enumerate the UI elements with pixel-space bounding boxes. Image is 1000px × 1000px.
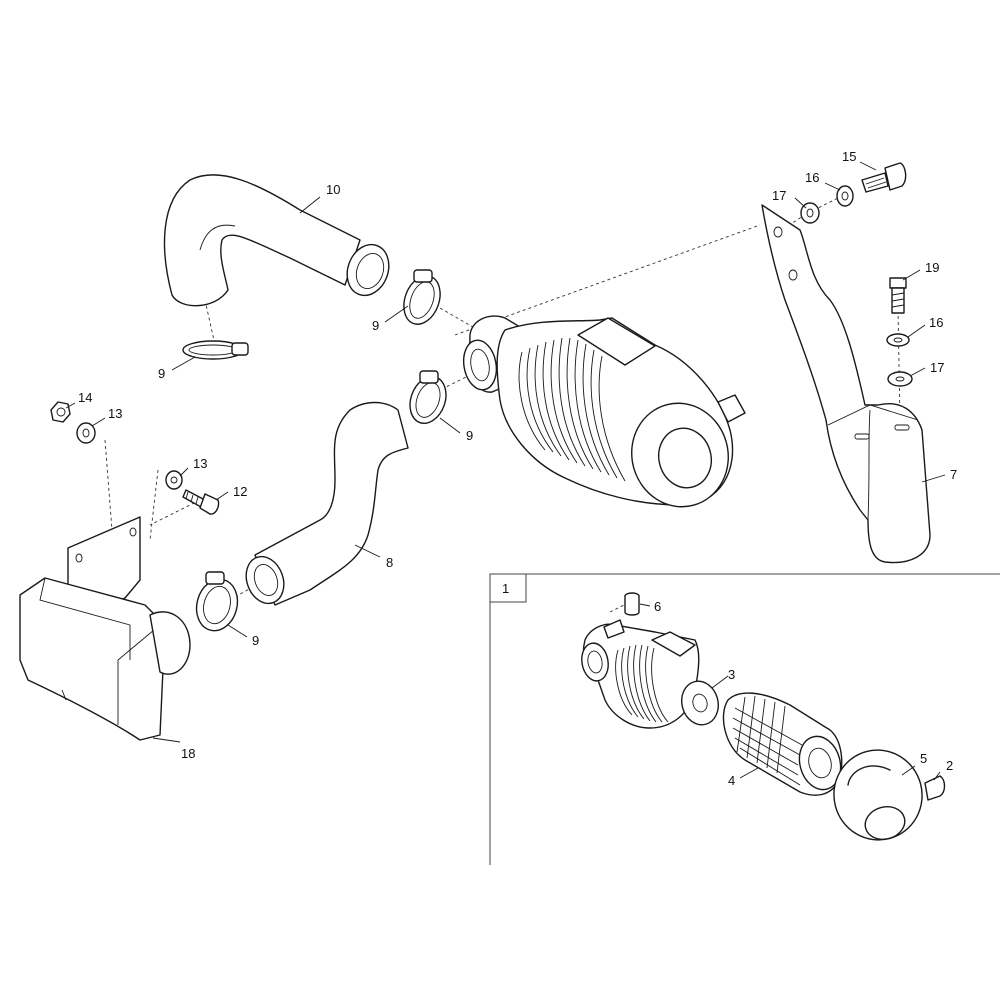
upper-hose [163, 174, 390, 307]
callout-13-mid: 13 [193, 456, 207, 471]
nut-left [50, 401, 71, 423]
seal-ring [681, 680, 719, 726]
callout-19: 19 [925, 260, 939, 275]
hose-clamp-bottom [195, 571, 239, 632]
callout-9-upper-right: 9 [372, 318, 379, 333]
hose-clamp-top-left [182, 340, 249, 360]
callout-17-right: 17 [930, 360, 944, 375]
lock-washer-right [886, 333, 910, 347]
leader-lines [65, 161, 946, 781]
callout-9-lower: 9 [252, 633, 259, 648]
callout-7: 7 [950, 467, 957, 482]
hose-clamp-middle [409, 370, 447, 424]
lock-washer-upper [836, 185, 854, 207]
washer-left-mid [165, 470, 183, 490]
callout-9-upper-left: 9 [158, 366, 165, 381]
air-filter-assembly [462, 315, 746, 508]
callout-18: 18 [181, 746, 195, 761]
end-cover [833, 749, 923, 841]
detail-inset [489, 573, 1000, 865]
vacuator-valve [924, 775, 946, 801]
callout-10: 10 [326, 182, 340, 197]
filter-element [722, 692, 843, 796]
hose-clamp-top-right [403, 269, 441, 325]
callout-8: 8 [386, 555, 393, 570]
lower-hose [245, 401, 409, 606]
callout-12: 12 [233, 484, 247, 499]
callout-14: 14 [78, 390, 92, 405]
callout-3: 3 [728, 667, 735, 682]
callout-1: 1 [502, 581, 509, 596]
callout-16-upper: 16 [805, 170, 819, 185]
callout-5: 5 [920, 751, 927, 766]
bolt-vertical-right [889, 277, 907, 314]
bolt-left [182, 489, 220, 515]
inset-housing [581, 619, 700, 729]
mounting-bracket [761, 204, 931, 564]
bolt-upper-right [861, 162, 907, 193]
drain-cap [624, 592, 640, 616]
callout-17-upper: 17 [772, 188, 786, 203]
callout-6: 6 [654, 599, 661, 614]
callout-15: 15 [842, 149, 856, 164]
callout-2: 2 [946, 758, 953, 773]
flat-washer-right [887, 371, 913, 387]
intake-box [19, 516, 191, 741]
callout-13-top: 13 [108, 406, 122, 421]
callout-9-middle: 9 [466, 428, 473, 443]
callout-labels: 1 2 3 4 5 6 7 8 9 9 9 9 10 12 13 13 14 1… [78, 149, 957, 788]
washer-left-top [76, 422, 96, 444]
callout-4: 4 [728, 773, 735, 788]
callout-16-right: 16 [929, 315, 943, 330]
